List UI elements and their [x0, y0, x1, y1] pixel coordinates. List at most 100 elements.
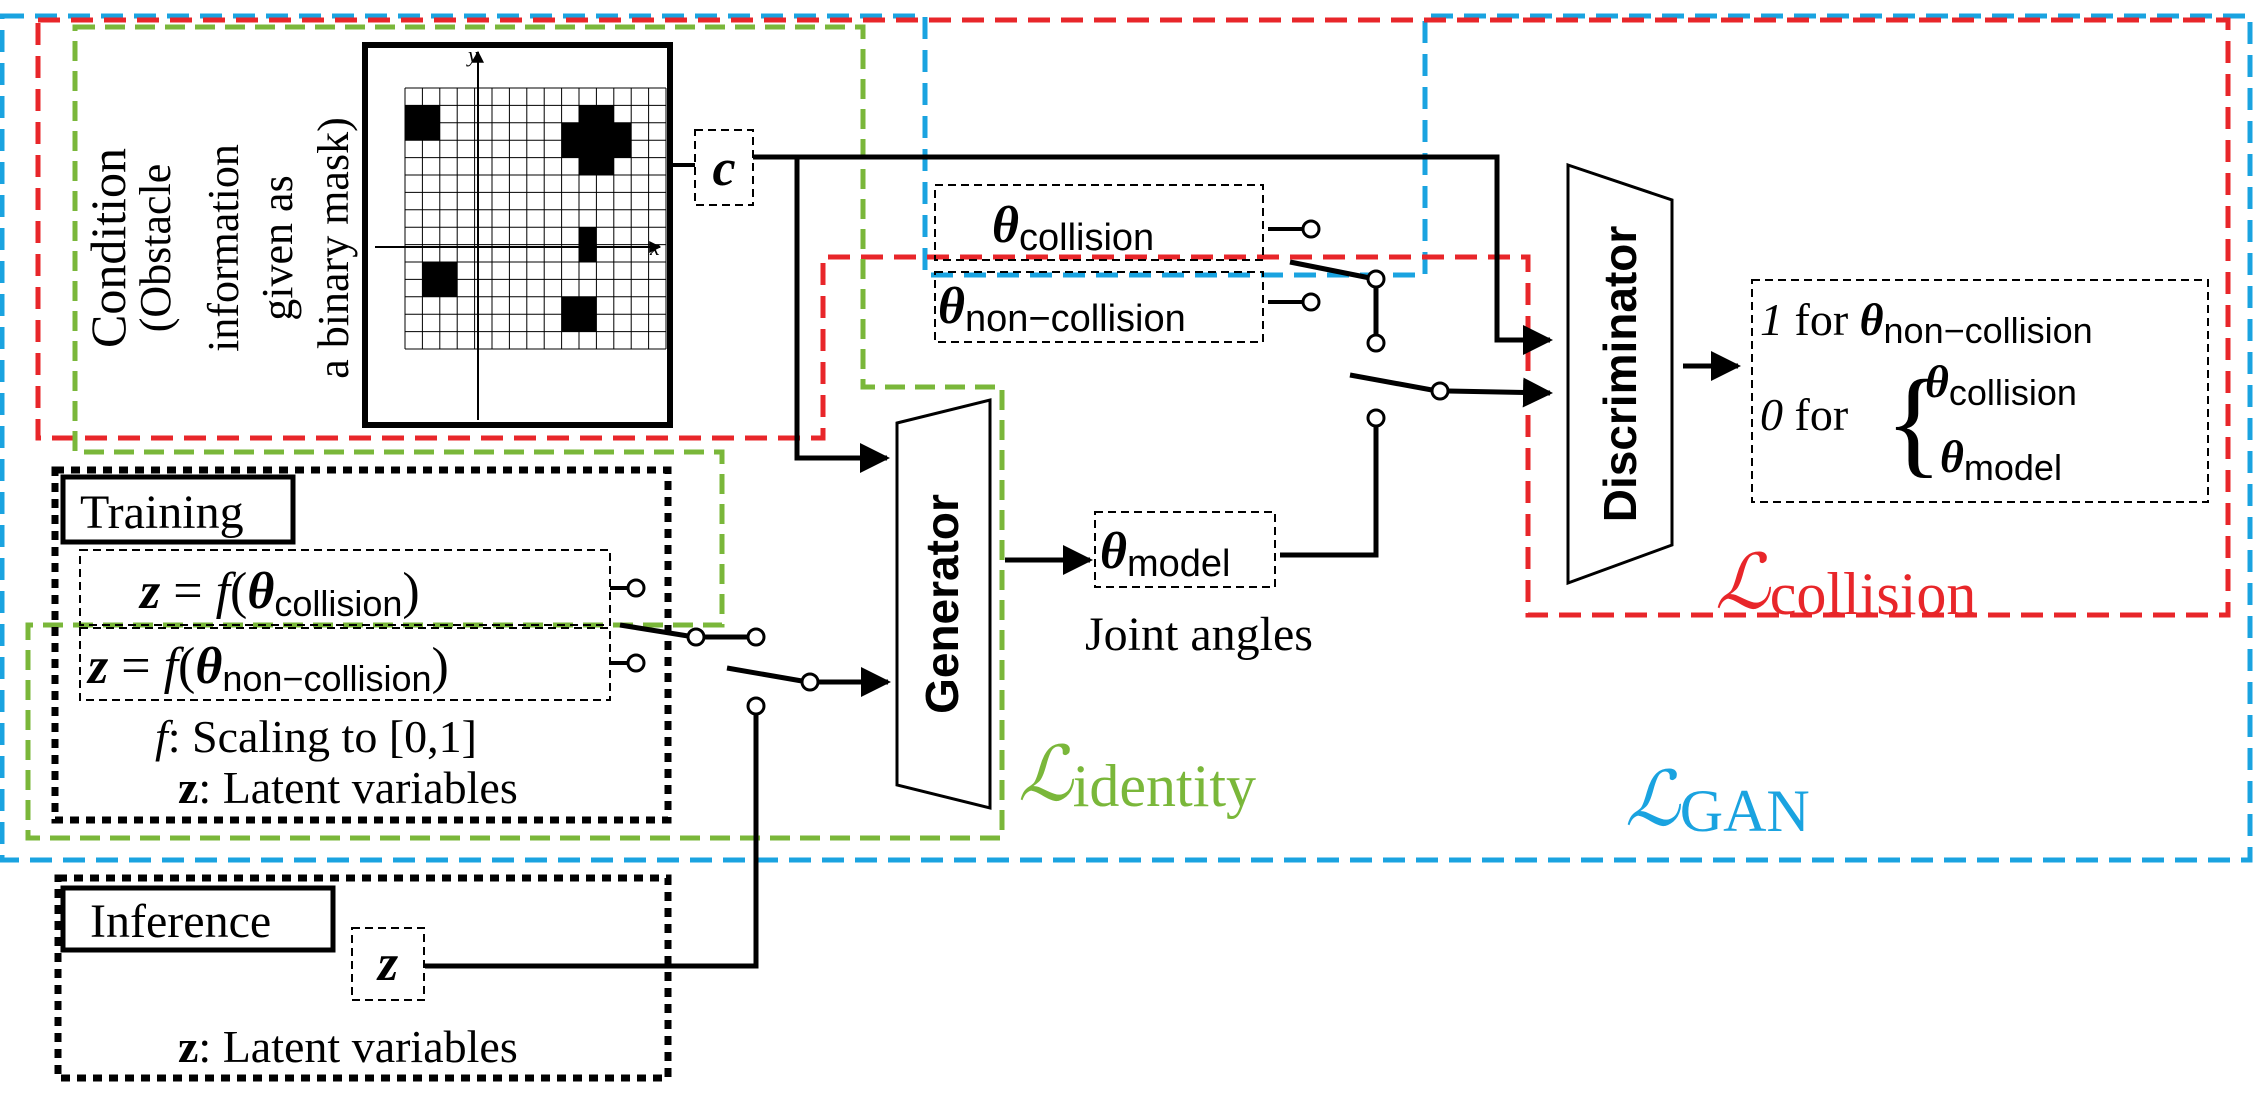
- note-z-sym: z: [178, 762, 198, 813]
- loss-gan-sub: GAN: [1680, 778, 1810, 844]
- output-zero: 0: [1760, 389, 1783, 440]
- z-collision-sub: collision: [274, 583, 402, 624]
- mask-x-label: x: [649, 235, 660, 260]
- theta-collision-sub: collision: [1019, 217, 1154, 259]
- obstacle-mask-panel: x y: [362, 42, 673, 428]
- z-noncollision-rparen: ): [432, 638, 449, 695]
- theta-noncollision-box: θnon−collision: [934, 271, 1264, 343]
- inference-note-text: : Latent variables: [198, 1021, 517, 1072]
- loss-identity-sub: identity: [1073, 753, 1256, 819]
- svg-text:ℒidentity: ℒidentity: [1018, 733, 1256, 819]
- mask-obstacle-cell: [422, 262, 458, 297]
- discriminator-label: Discriminator: [1594, 226, 1646, 523]
- loss-gan-region: [0, 13, 2253, 863]
- c-label: c: [712, 140, 735, 197]
- switch-terminal-collision: [1301, 219, 1321, 239]
- theta-model-sub: model: [1127, 543, 1231, 585]
- output-sub-collision: collision: [1949, 372, 2077, 413]
- mode-switch-pivot: [800, 672, 820, 692]
- mask-obstacle-cell: [579, 105, 614, 123]
- output-for-2: for: [1795, 389, 1849, 440]
- discriminator-output-box: 1 for θnon−collision 0 for { θcollision …: [1751, 279, 2209, 503]
- mask-obstacle-cell: [561, 296, 597, 332]
- c-box: c: [694, 129, 754, 206]
- condition-label: Condition (Obstacle information given as…: [80, 117, 358, 378]
- output-theta-3: θ: [1940, 431, 1964, 482]
- mask-grid: [404, 87, 667, 350]
- z-noncollision-lparen: (: [178, 638, 195, 695]
- output-brace: {: [1885, 355, 1943, 488]
- z-collision-box: [79, 549, 611, 626]
- svg-text:z: Latent variables: z: Latent variables: [178, 762, 518, 813]
- inference-z-box: [351, 927, 425, 1001]
- switch-1-pivot: [1366, 269, 1386, 289]
- loss-collision-region: [35, 17, 2231, 618]
- training-title: Training: [80, 486, 244, 539]
- svg-text:ℒcollision: ℒcollision: [1715, 541, 1976, 627]
- svg-text:θmodel: θmodel: [1100, 523, 1231, 585]
- train-switch-lever: [619, 622, 689, 639]
- train-switch-pivot: [686, 627, 706, 647]
- train-terminal-noncollision: [626, 653, 646, 673]
- theta-noncollision-symbol: θ: [938, 278, 965, 335]
- svg-text:θcollision: θcollision: [992, 197, 1154, 259]
- condition-line-4: given as: [253, 175, 302, 320]
- z-collision-eq: =: [173, 563, 202, 620]
- switch-1-lever: [1289, 259, 1371, 281]
- svg-text:1 for θnon−collision: 1 for θnon−collision: [1760, 294, 2093, 351]
- svg-text:0 for: 0 for: [1760, 389, 1848, 440]
- c-to-generator-line: [794, 157, 890, 473]
- svg-text:ℒGAN: ℒGAN: [1625, 758, 1810, 844]
- output-theta-1: θ: [1860, 294, 1884, 345]
- z-noncollision-theta: θ: [195, 638, 222, 695]
- svg-text:z = f(θcollision): z = f(θcollision): [138, 563, 420, 624]
- loss-identity-L: ℒ: [1018, 733, 1075, 817]
- inference-z-to-switch-line: [425, 714, 759, 969]
- mask-obstacle-cell: [579, 157, 614, 175]
- svg-text:z: Latent variables: z: Latent variables: [178, 1021, 518, 1072]
- loss-collision-sub: collision: [1770, 561, 1977, 627]
- mode-switch-terminal-inference: [746, 696, 766, 716]
- svg-text:θnon−collision: θnon−collision: [938, 278, 1186, 340]
- theta-collision-box: θcollision: [934, 184, 1264, 261]
- output-for-1: for: [1795, 294, 1849, 345]
- z-collision-lparen: (: [230, 563, 247, 620]
- theta-model-box: θmodel: [1094, 511, 1276, 588]
- inference-note-sym: z: [178, 1021, 198, 1072]
- switch-1-output: [1366, 333, 1386, 353]
- output-theta-2: θ: [1925, 356, 1949, 407]
- loss-identity-region: [25, 24, 1005, 841]
- discriminator-block: Discriminator: [1566, 162, 1674, 586]
- mask-obstacle-cell: [405, 105, 440, 141]
- output-one: 1: [1760, 294, 1783, 345]
- theta-collision-symbol: θ: [992, 197, 1019, 254]
- condition-line-1: Condition: [80, 148, 136, 348]
- theta-model-symbol: θ: [1100, 523, 1127, 580]
- z-collision-rparen: ): [402, 563, 419, 620]
- switch-2-lever: [1349, 372, 1433, 393]
- switch-2-to-discriminator: [1447, 377, 1553, 408]
- output-sub-noncollision: non−collision: [1884, 310, 2093, 351]
- z-noncollision-z: z: [86, 638, 109, 695]
- z-collision-theta: θ: [247, 563, 274, 620]
- mode-switch-lever: [726, 665, 803, 684]
- switch-terminal-noncollision: [1301, 292, 1321, 312]
- inference-z-label: z: [376, 935, 399, 992]
- switch-2-pivot: [1430, 381, 1450, 401]
- theta-noncollision-sub: non−collision: [965, 298, 1186, 340]
- svg-text:z = f(θnon−collision): z = f(θnon−collision): [86, 638, 449, 699]
- switch-2-terminal-model: [1366, 408, 1386, 428]
- inference-block: Inference z z: Latent variables: [54, 874, 672, 1082]
- mask-y-label: y: [466, 42, 478, 67]
- joint-angles-label: Joint angles: [1085, 608, 1313, 661]
- training-block: Training z = f(θcollision) z = f(θnon−co…: [51, 466, 672, 824]
- loss-collision-L: ℒ: [1715, 541, 1772, 625]
- mask-obstacle-cell: [561, 140, 632, 158]
- loss-gan-L: ℒ: [1625, 758, 1682, 842]
- c-to-discriminator-line: [753, 154, 1553, 355]
- generator-block: Generator: [895, 398, 992, 810]
- model-to-switch-line: [1280, 426, 1379, 558]
- condition-line-5: a binary mask): [309, 117, 358, 378]
- note-f-text: : Scaling to [0,1]: [168, 711, 477, 762]
- generator-label: Generator: [916, 494, 968, 714]
